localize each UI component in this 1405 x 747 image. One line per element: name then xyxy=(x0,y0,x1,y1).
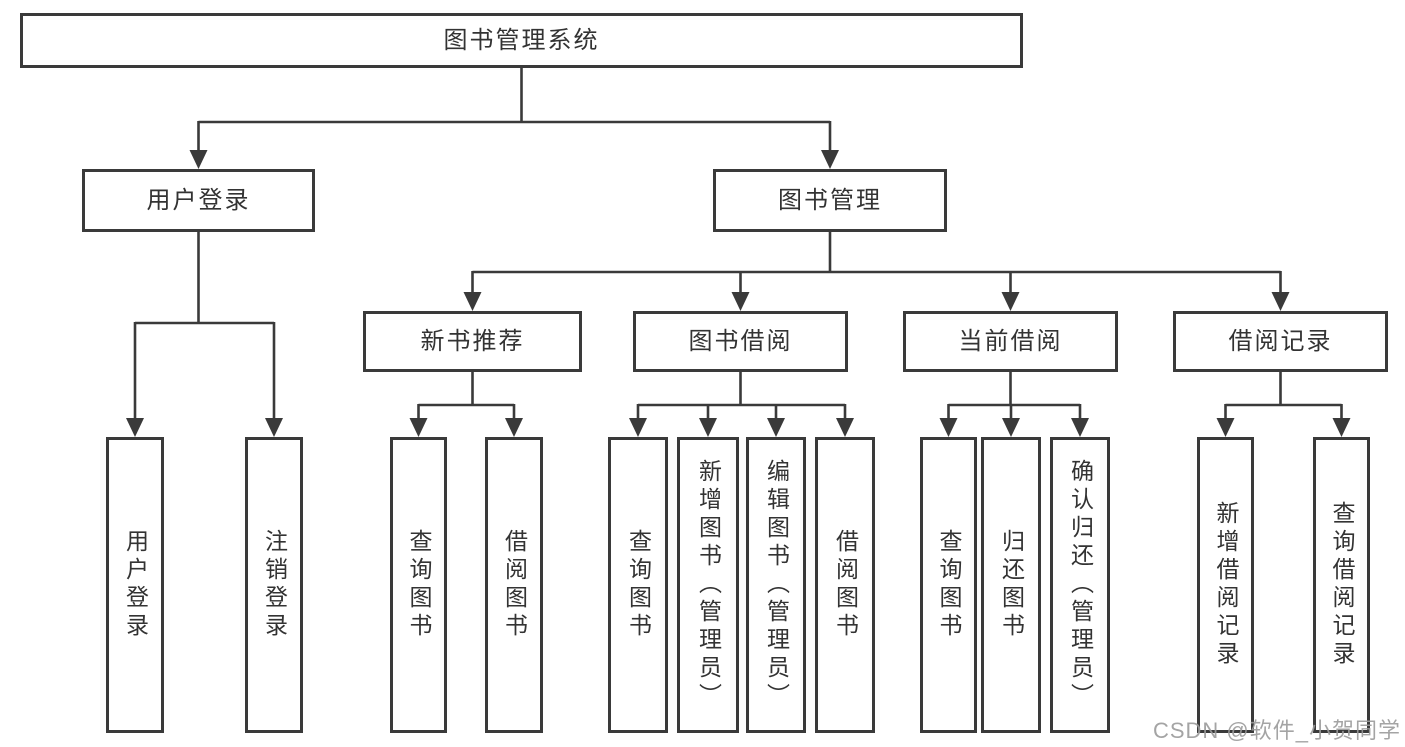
arrowhead-l3-3 xyxy=(1271,292,1290,311)
arrowhead-u1 xyxy=(126,418,144,437)
leaf-add-book-admin: 新增图书（管理员） xyxy=(677,437,739,733)
arrowhead-l3-0 xyxy=(463,292,482,311)
arrowhead-b4 xyxy=(836,418,854,437)
leaf-borrow-books-borrowing: 借阅图书 xyxy=(815,437,875,733)
leaf-query-books-recommend: 查询图书 xyxy=(390,437,447,733)
leaf-edit-book-admin: 编辑图书（管理员） xyxy=(746,437,806,733)
leaf-confirm-return-admin: 确认归还（管理员） xyxy=(1050,437,1110,733)
leaf-query-borrow-record: 查询借阅记录 xyxy=(1313,437,1370,733)
leaf-query-books-borrowing: 查询图书 xyxy=(608,437,668,733)
arrowhead-user xyxy=(189,150,208,169)
arrowhead-b1 xyxy=(629,418,647,437)
node-borrowing-records: 借阅记录 xyxy=(1173,311,1388,372)
node-book-management: 图书管理 xyxy=(713,169,947,232)
arrowhead-u2 xyxy=(265,418,283,437)
leaf-query-books-current: 查询图书 xyxy=(920,437,977,733)
arrowhead-c1 xyxy=(939,418,958,437)
arrowhead-c2 xyxy=(1002,418,1020,437)
arrowhead-l3-1 xyxy=(731,292,750,311)
arrowhead-b2 xyxy=(699,418,717,437)
arrowhead-r1 xyxy=(1216,418,1235,437)
arrowhead-book xyxy=(821,150,839,169)
arrowhead-r2 xyxy=(1332,418,1351,437)
leaf-user-login: 用户登录 xyxy=(106,437,164,733)
arrowheads xyxy=(126,150,1351,437)
node-library-system: 图书管理系统 xyxy=(20,13,1023,68)
leaf-return-book: 归还图书 xyxy=(981,437,1041,733)
leaf-borrow-books-recommend: 借阅图书 xyxy=(485,437,543,733)
arrowhead-b3 xyxy=(767,418,785,437)
watermark: CSDN @软件_小贺同学 xyxy=(1152,718,1401,743)
node-book-borrowing: 图书借阅 xyxy=(633,311,848,372)
node-user-login: 用户登录 xyxy=(82,169,315,232)
arrowhead-c3 xyxy=(1071,418,1089,437)
leaf-add-borrow-record: 新增借阅记录 xyxy=(1197,437,1254,733)
node-current-borrowing: 当前借阅 xyxy=(903,311,1118,372)
arrowhead-n2 xyxy=(505,418,523,437)
node-new-book-recommendation: 新书推荐 xyxy=(363,311,582,372)
arrowhead-n1 xyxy=(409,418,428,437)
arrowhead-l3-2 xyxy=(1001,292,1020,311)
leaf-logout: 注销登录 xyxy=(245,437,303,733)
